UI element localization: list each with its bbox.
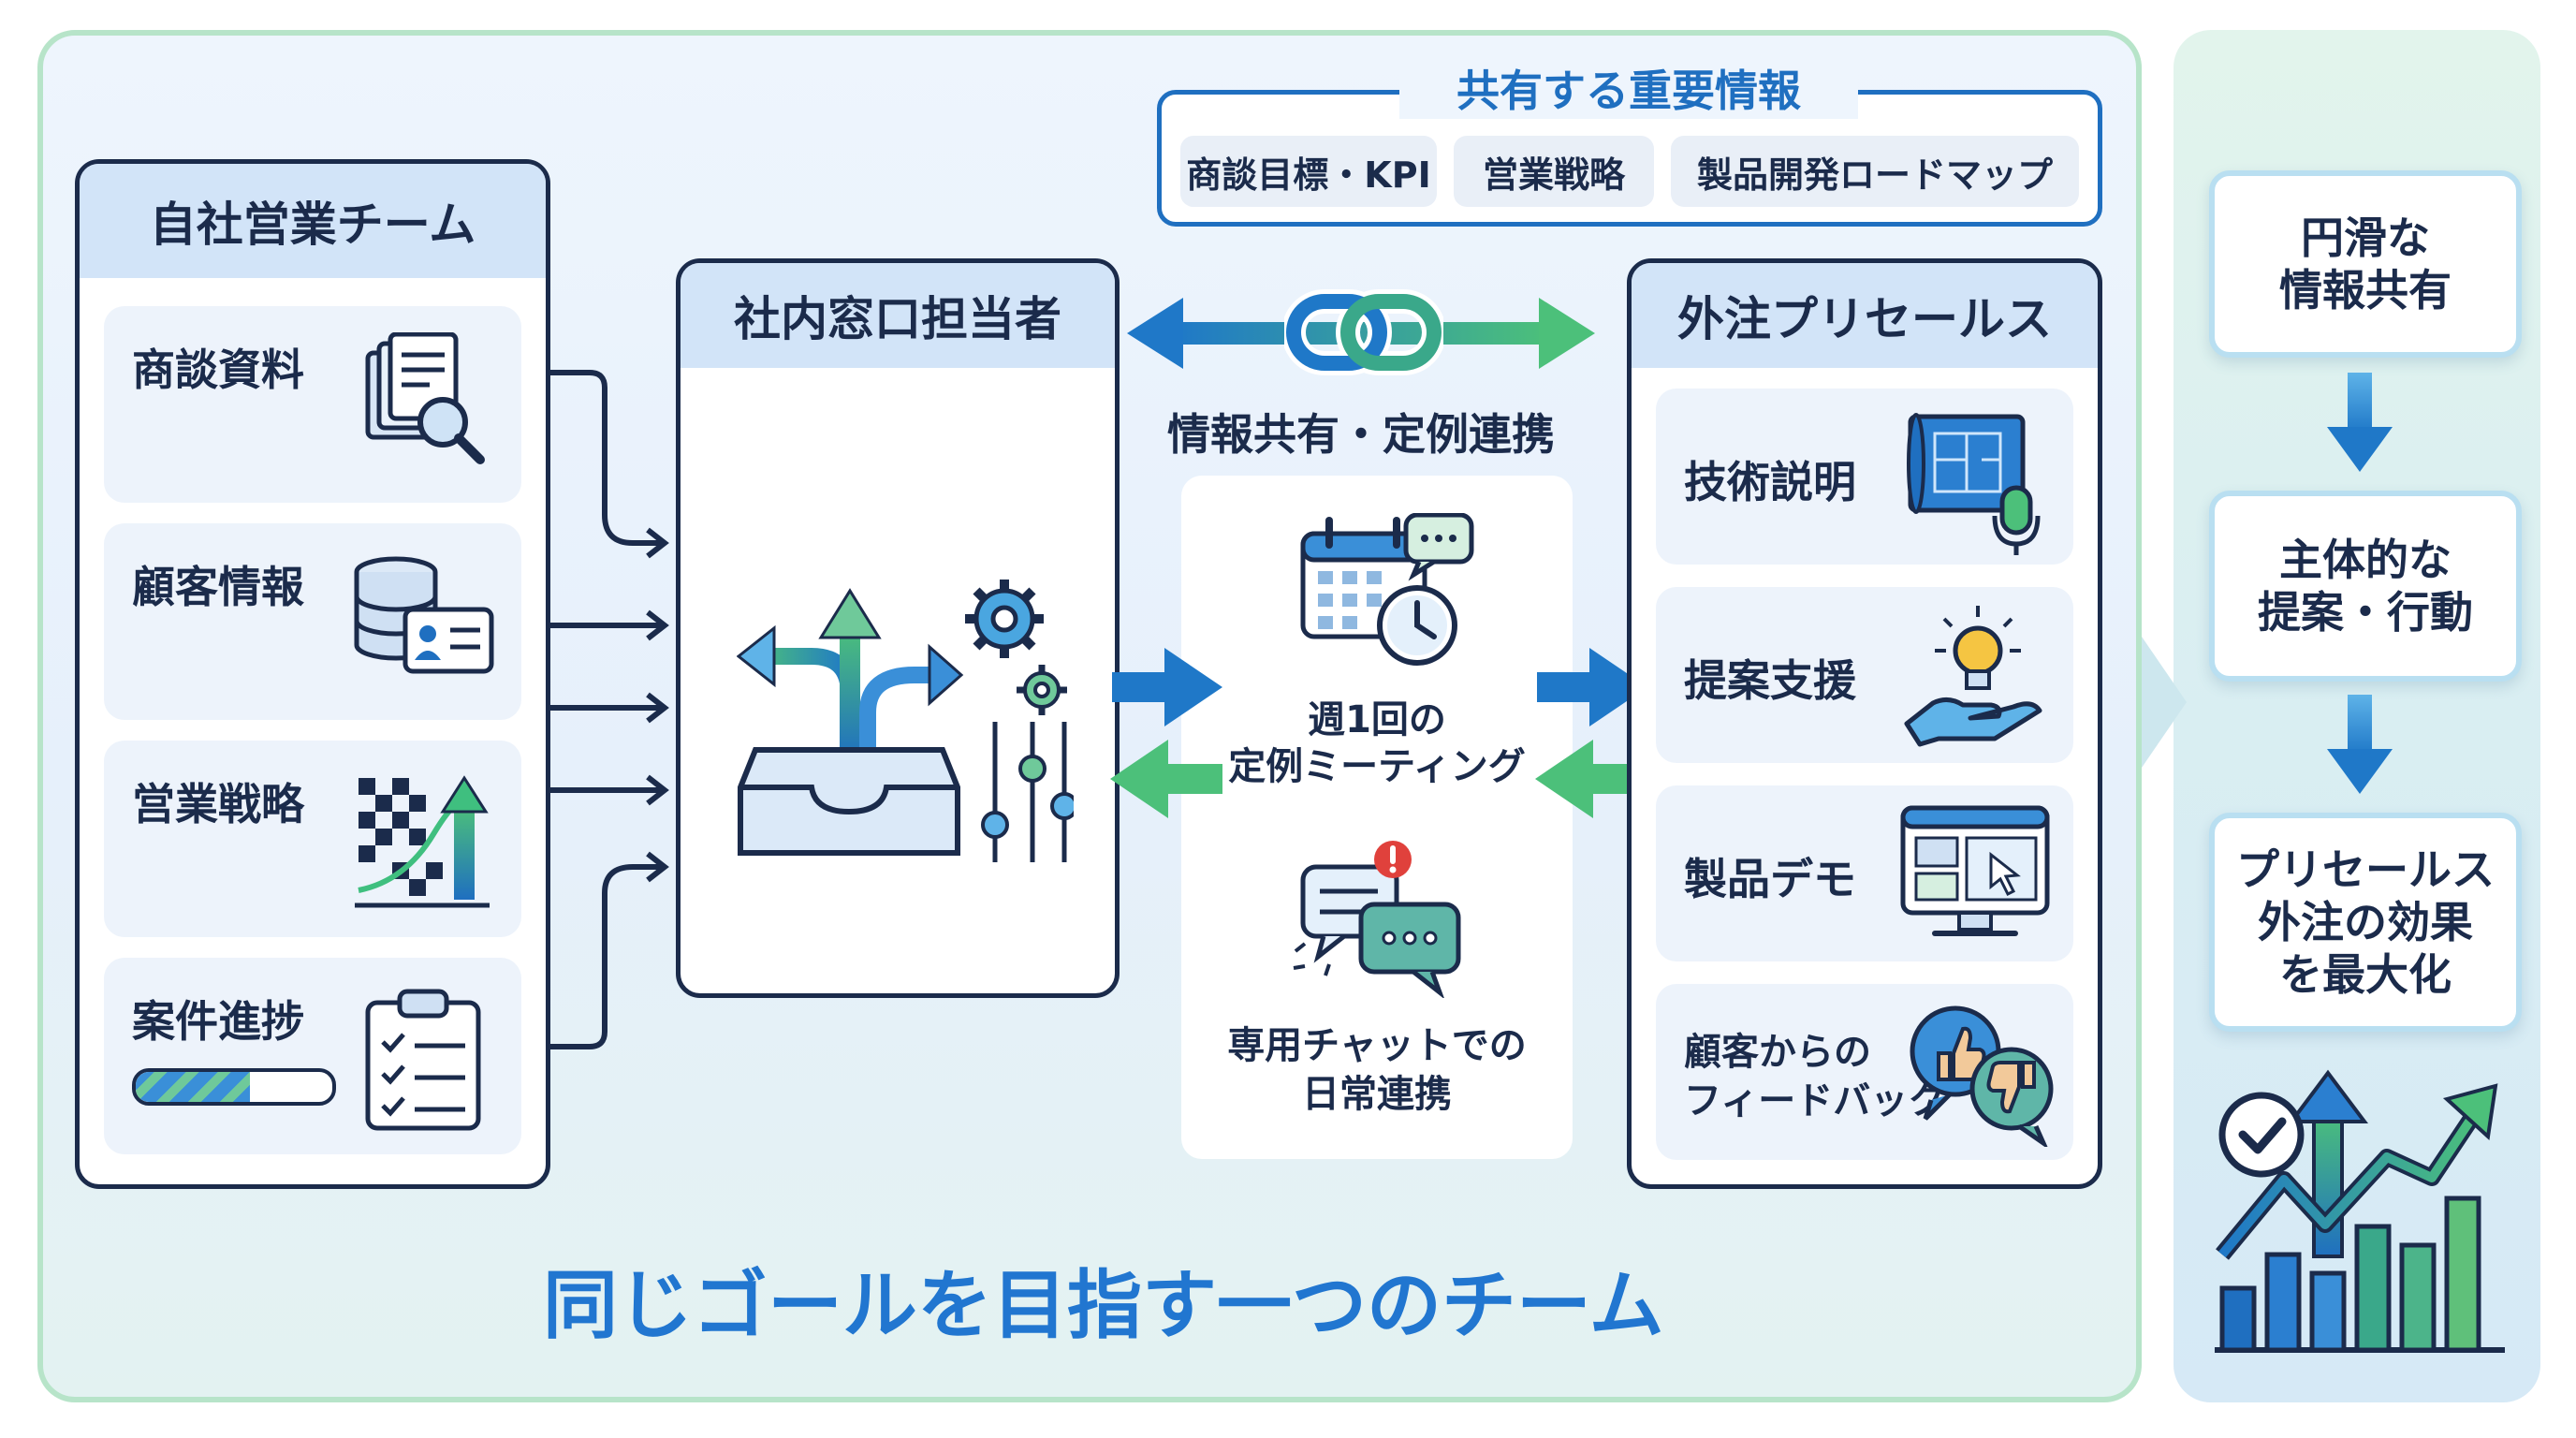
card-label: 案件進捗 xyxy=(132,996,304,1047)
card-meeting-docs: 商談資料 xyxy=(104,306,521,503)
internal-contact-box: 社内窓口担当者 xyxy=(676,258,1120,998)
shared-info-item-roadmap: 製品開発ロードマップ xyxy=(1671,136,2079,207)
growth-chart-icon xyxy=(2215,1069,2505,1353)
card-proposal-support: 提案支援 xyxy=(1656,587,2073,763)
chat-bubbles-alert-icon xyxy=(1293,841,1461,998)
monitor-demo-icon xyxy=(1900,805,2050,936)
shared-info-item-kpi: 商談目標・KPI xyxy=(1180,136,1437,207)
panel-chevron xyxy=(2142,637,2187,768)
own-sales-team-box: 自社営業チーム 商談資料 顧客情報 営業戦略 xyxy=(75,159,550,1189)
method-chat-line2: 日常連携 xyxy=(1302,1073,1452,1116)
calendar-clock-chat-icon xyxy=(1300,513,1474,666)
card-label: 技術説明 xyxy=(1684,457,1856,507)
database-id-card-icon xyxy=(354,556,494,674)
document-search-icon xyxy=(365,332,485,464)
blueprint-microphone-icon xyxy=(1907,413,2041,555)
internal-contact-title: 社内窓口担当者 xyxy=(681,263,1115,368)
result-line: 外注の効果 xyxy=(2258,896,2473,947)
methods-panel: 週1回の 定例ミーティング 専用チャットでの 日常連携 xyxy=(1181,476,1573,1159)
method-chat-line1: 専用チャットでの xyxy=(1227,1024,1527,1067)
outsource-presales-title: 外注プリセールス xyxy=(1632,263,2098,368)
card-customer-info: 顧客情報 xyxy=(104,523,521,720)
shared-info-item-strategy: 営業戦略 xyxy=(1454,136,1654,207)
method-weekly-line2: 定例ミーティング xyxy=(1228,745,1526,788)
card-tech-explanation: 技術説明 xyxy=(1656,389,2073,565)
team-tagline: 同じゴールを目指す一つのチーム xyxy=(543,1262,1664,1349)
left-connector-arrows xyxy=(550,370,669,1049)
clipboard-checklist-icon xyxy=(365,989,481,1131)
down-arrow-icon xyxy=(2327,373,2393,472)
card-label: 製品デモ xyxy=(1684,854,1856,904)
card-sales-strategy: 営業戦略 xyxy=(104,741,521,937)
card-label-line1: 顧客からの xyxy=(1684,1031,1871,1074)
thumbs-feedback-icon xyxy=(1910,1005,2054,1147)
chain-link-icon xyxy=(1284,289,1443,375)
hand-lightbulb-icon xyxy=(1904,606,2042,747)
result-line: 主体的な xyxy=(2279,534,2452,585)
card-deal-progress: 案件進捗 xyxy=(104,958,521,1154)
card-label-line2: フィードバック xyxy=(1684,1079,1946,1123)
progress-bar-fill xyxy=(136,1072,250,1102)
result-line: プリセールス xyxy=(2236,844,2495,895)
card-label: 提案支援 xyxy=(1684,655,1856,706)
flow-arrows xyxy=(1110,648,1649,818)
shared-info-box: 共有する重要情報 商談目標・KPI 営業戦略 製品開発ロードマップ xyxy=(1157,57,2102,227)
result-line: 提案・行動 xyxy=(2258,587,2473,638)
strategy-growth-icon xyxy=(355,775,490,908)
inbox-routing-gears-icon xyxy=(737,580,1074,862)
card-label: 営業戦略 xyxy=(132,779,304,829)
result-maximize-effect: プリセールス外注の効果を最大化 xyxy=(2209,813,2522,1032)
result-proactive-action: 主体的な提案・行動 xyxy=(2209,491,2522,682)
card-customer-feedback: 顧客からの フィードバック xyxy=(1656,984,2073,1160)
progress-bar xyxy=(132,1068,336,1106)
down-arrow-icon xyxy=(2327,695,2393,794)
card-product-demo: 製品デモ xyxy=(1656,785,2073,961)
method-weekly-line1: 週1回の xyxy=(1308,698,1446,741)
result-line: 情報共有 xyxy=(2279,265,2452,315)
result-line: 円滑な xyxy=(2301,212,2430,263)
outsource-presales-box: 外注プリセールス 技術説明 提案支援 製品デモ xyxy=(1627,258,2102,1189)
own-sales-team-title: 自社営業チーム xyxy=(80,164,546,278)
result-smooth-sharing: 円滑な情報共有 xyxy=(2209,170,2522,358)
result-line: を最大化 xyxy=(2279,949,2452,1001)
link-label: 情報共有・定例連携 xyxy=(1167,409,1555,460)
card-label: 顧客情報 xyxy=(132,562,304,612)
card-label: 商談資料 xyxy=(132,345,304,395)
shared-info-title: 共有する重要情報 xyxy=(1399,57,1858,119)
